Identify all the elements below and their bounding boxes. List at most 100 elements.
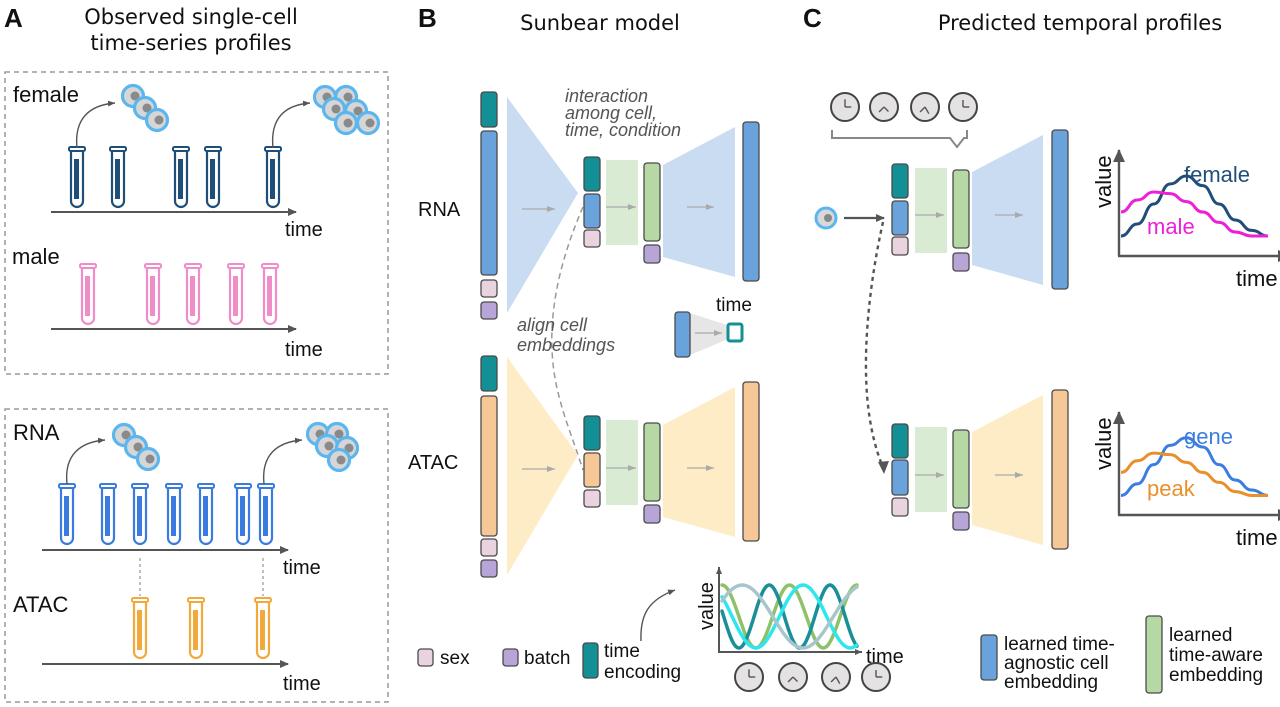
cell-nucleus [121, 430, 131, 440]
align-annotation-line2: embeddings [517, 335, 615, 355]
test-tube-icon [131, 597, 149, 660]
series-line-female [1120, 174, 1269, 238]
tube-rim [131, 597, 149, 603]
c-rna-latent-batch [952, 252, 970, 272]
rna-axis-label: time [283, 557, 321, 579]
y-axis-label: value [1091, 417, 1116, 470]
rna-input-features [480, 130, 498, 276]
tube-rim [99, 483, 117, 489]
sampling-arrow [75, 100, 116, 149]
test-tube-icon [131, 483, 149, 546]
legend-cell-embedding-line2: agnostic cell [1004, 653, 1109, 674]
rna-time-aware-embedding [643, 162, 661, 242]
test-tube-icon [257, 483, 275, 546]
series-line-gene [1120, 436, 1269, 497]
test-tube-icon [264, 146, 282, 209]
tube-rim [261, 263, 279, 269]
cell-nucleus [343, 118, 353, 128]
clock-icon [910, 92, 940, 122]
atac-encoder [507, 357, 578, 575]
clock-hand [787, 676, 794, 683]
c-rna-latent-cell [891, 200, 909, 236]
tube-liquid [270, 159, 275, 199]
test-tube-icon [165, 483, 183, 546]
cell-nucleus [334, 429, 344, 439]
rna-latent-cell [583, 193, 601, 229]
cell-nucleus [133, 442, 143, 452]
tube-liquid [210, 159, 215, 199]
row-label-rna: RNA [13, 420, 60, 445]
test-tube-icon [197, 483, 215, 546]
encoding-line-encoding-4 [720, 583, 859, 650]
tube-liquid [178, 159, 183, 199]
c-rna-latent-time [891, 163, 909, 199]
encoding-line-encoding-3 [720, 583, 859, 650]
modality-box [4, 408, 389, 703]
tube-rim [204, 146, 222, 152]
atac-axis-label: time [283, 673, 321, 695]
tube-rim [131, 483, 149, 489]
tube-liquid [203, 496, 208, 536]
atac-latent-cell [583, 452, 601, 488]
tube-liquid [233, 276, 238, 316]
test-tube-icon [184, 263, 202, 326]
tube-rim [234, 483, 252, 489]
rna-input-sex [480, 279, 498, 298]
c-atac-decoder [972, 395, 1043, 545]
cell-nucleus [331, 104, 341, 114]
atac-input-time-block [480, 355, 498, 392]
tube-rim [144, 263, 162, 269]
atac-input-features [480, 395, 498, 537]
c-rna-latent-sex [891, 236, 909, 256]
panel-a-letter: A [4, 3, 23, 33]
test-tube-icon [204, 146, 222, 209]
tube-rim [257, 483, 275, 489]
tube-rim [184, 263, 202, 269]
time-encoding-pointer-arrow [640, 589, 676, 642]
rna-input-batch [480, 301, 498, 320]
cell-clusters [111, 83, 381, 473]
interaction-annotation-line3: time, condition [565, 120, 681, 140]
row-label-female: female [13, 82, 79, 107]
time-head-label: time [716, 295, 752, 316]
rna-latent-batch [643, 244, 661, 264]
tube-rim [58, 483, 76, 489]
time-head-output [726, 322, 744, 343]
test-tube-icon [58, 483, 76, 546]
clock-hand [878, 106, 885, 113]
tube-rim [227, 263, 245, 269]
clock-icon [948, 92, 978, 122]
tube-liquid [267, 276, 272, 316]
tube-liquid [240, 496, 245, 536]
rna-input-time-block [480, 91, 498, 128]
c-atac-time-aware-embedding [952, 429, 970, 509]
series-label-gene: gene [1184, 424, 1233, 449]
test-tube-icon [68, 146, 86, 209]
cell-icon [355, 110, 381, 136]
row-label-atac: ATAC [13, 592, 69, 617]
cell-icon [135, 446, 161, 472]
cell-icon [326, 447, 352, 473]
sampling-arrow [262, 437, 303, 485]
cell-icon [144, 107, 170, 133]
c-rna-interaction-layer [915, 168, 947, 253]
tube-liquid [260, 610, 265, 650]
cell-nucleus [365, 118, 375, 128]
clock-icon [734, 662, 764, 692]
sampling-arrow [65, 437, 106, 485]
atac-input-batch [480, 559, 498, 578]
tube-rim [254, 597, 272, 603]
series-label-peak: peak [1147, 476, 1196, 501]
clock-hand [883, 106, 889, 112]
legend-batch-label: batch [524, 648, 570, 669]
test-tube-icon [261, 263, 279, 326]
test-tubes [58, 146, 282, 660]
cell-nucleus [344, 443, 354, 453]
test-tube-icon [144, 263, 162, 326]
panel-a: A Observed single-cell time-series profi… [4, 3, 389, 703]
series-line-peak [1120, 451, 1268, 497]
clock-hand [924, 106, 930, 115]
tube-liquid [85, 276, 90, 316]
align-embeddings-link [551, 206, 584, 471]
